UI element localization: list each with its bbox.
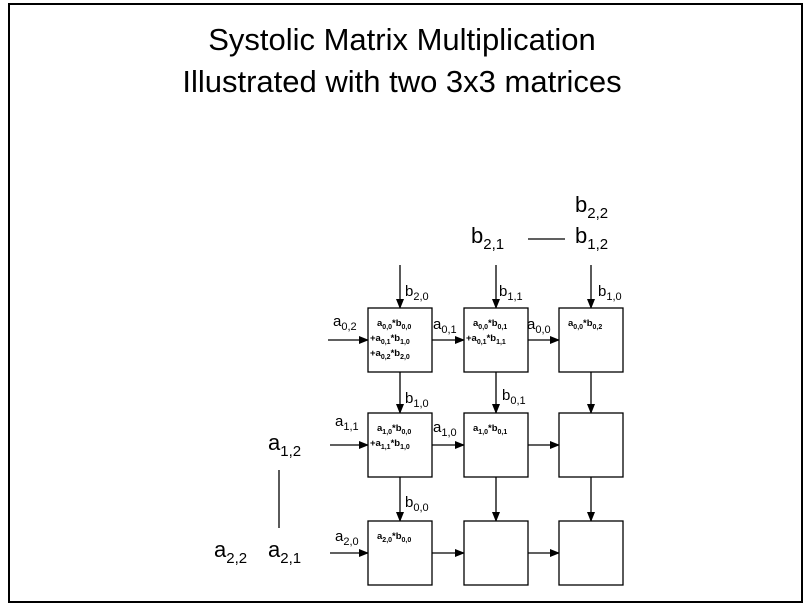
processing-element: a1,0*b0,1 — [463, 412, 529, 478]
pe-partial-product: +a0,2*b2,0 — [370, 348, 410, 361]
pe-box — [367, 412, 433, 478]
queued-b-label: b2,1 — [471, 223, 504, 253]
pe-box — [558, 412, 624, 478]
pe-partial-product: a0,0*b0,0 — [377, 318, 411, 331]
pe-box — [558, 520, 624, 586]
pe-partial-product: a0,0*b0,1 — [473, 318, 507, 331]
pe-box — [367, 520, 433, 586]
vertical-wire-label: b1,0 — [405, 390, 429, 410]
vertical-wire-label: b0,1 — [502, 387, 526, 407]
pe-partial-product: a2,0*b0,0 — [377, 531, 411, 544]
array-wires — [328, 265, 595, 557]
title-line-2: Illustrated with two 3x3 matrices — [182, 64, 621, 99]
processing-element: a0,0*b0,0 +a0,1*b1,0 +a0,2*b2,0 — [367, 307, 433, 373]
processing-element: a2,0*b0,0 — [367, 520, 433, 586]
vertical-wire-label: b1,1 — [499, 283, 523, 303]
horizontal-wire-label: a1,1 — [335, 413, 359, 433]
processing-element — [558, 412, 624, 478]
processing-element: a1,0*b0,0 +a1,1*b1,0 — [367, 412, 433, 478]
pe-partial-product: a1,0*b0,1 — [473, 423, 507, 436]
vertical-wire-label: b0,0 — [405, 494, 429, 514]
queued-b-label: b2,2 — [575, 192, 608, 222]
pe-partial-product: +a1,1*b1,0 — [370, 438, 410, 451]
horizontal-wire-label: a0,1 — [433, 316, 457, 336]
processing-element — [558, 520, 624, 586]
horizontal-wire-label: a0,2 — [333, 313, 357, 333]
pe-partial-product: a0,0*b0,2 — [568, 318, 602, 331]
pe-box — [367, 307, 433, 373]
queued-b-label: b1,2 — [575, 223, 608, 253]
horizontal-wire-label: a1,0 — [433, 419, 457, 439]
pe-partial-product: +a0,1*b1,0 — [370, 333, 410, 346]
processing-element — [463, 520, 529, 586]
pe-partial-product: +a0,1*b1,1 — [466, 333, 506, 346]
pe-box — [463, 412, 529, 478]
vertical-wire-label: b2,0 — [405, 283, 429, 303]
pe-box — [558, 307, 624, 373]
processing-element: a0,0*b0,1 +a0,1*b1,1 — [463, 307, 529, 373]
queued-a-label: a2,2 — [214, 537, 247, 567]
processing-element: a0,0*b0,2 — [558, 307, 624, 373]
pe-box — [463, 520, 529, 586]
horizontal-wire-label: a0,0 — [527, 316, 551, 336]
queued-a-label: a1,2 — [268, 430, 301, 460]
vertical-wire-label: b1,0 — [598, 283, 622, 303]
horizontal-wire-label: a2,0 — [335, 528, 359, 548]
processing-element-grid: a0,0*b0,0 +a0,1*b1,0 +a0,2*b2,0 a0,0*b0,1 +a… — [367, 307, 624, 586]
title-line-1: Systolic Matrix Multiplication — [208, 22, 596, 57]
slide-border — [8, 3, 803, 603]
pe-partial-product: a1,0*b0,0 — [377, 423, 411, 436]
pe-box — [463, 307, 529, 373]
queued-a-label: a2,1 — [268, 537, 301, 567]
